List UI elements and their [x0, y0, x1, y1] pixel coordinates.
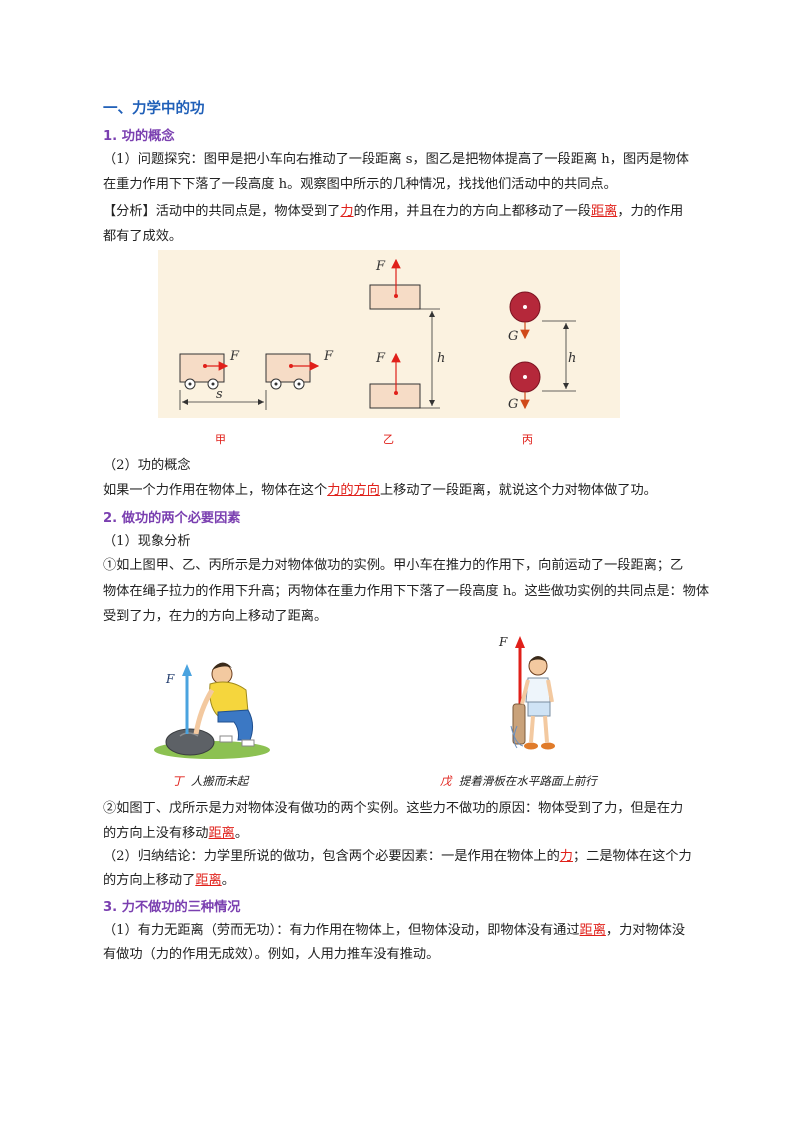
paragraph-phenomenon-a-line1: ①如上图甲、乙、丙所示是力对物体做功的实例。甲小车在推力的作用下，向前运动了一段…	[103, 558, 684, 573]
figure-jia-yi-bing: F F s F	[158, 250, 620, 418]
answer-force-direction: 力的方向	[327, 483, 380, 498]
force-label-box-top: F	[375, 259, 386, 274]
box-bottom	[369, 352, 421, 409]
height-label-yi: h	[437, 351, 445, 366]
answer-force-c: 力	[559, 849, 573, 864]
paragraph-problem-line2: 在重力作用下下落了一段高度 h。观察图中所示的几种情况，找找他们活动中的共同点。	[103, 177, 617, 192]
box-top	[369, 258, 421, 310]
answer-distance-b: 距离	[208, 826, 235, 841]
force-label-cart-right: F	[323, 349, 334, 364]
boy-lifting-rock-drawing	[154, 662, 270, 759]
answer-distance: 距离	[590, 204, 618, 219]
answer-distance-c: 距离	[195, 873, 222, 888]
paragraph-case1-line2: 有做功（力的作用无成效）。例如，人用力推车没有推动。	[103, 947, 440, 962]
paragraph-definition: 如果一个力作用在物体上，物体在这个力的方向上移动了一段距离，就说这个力对物体做了…	[103, 483, 657, 498]
paragraph-phenomenon: （1）现象分析	[103, 534, 191, 549]
figure-ding-boy-lifting-rock	[150, 650, 270, 762]
force-label-wu: F	[499, 635, 508, 649]
heading-two-factors: 2. 做功的两个必要因素	[103, 511, 241, 526]
answer-force: 力	[340, 204, 354, 219]
paragraph-phenomenon-a-line3: 受到了力，在力的方向上移动了距离。	[103, 609, 328, 624]
paragraph-concept-heading: （2）功的概念	[103, 458, 191, 473]
paragraph-phenomenon-b-line2: 的方向上没有移动距离。	[103, 826, 249, 841]
distance-s-marker	[179, 390, 267, 410]
paragraph-conclusion-line2: 的方向上移动了距离。	[103, 873, 235, 888]
height-label-bing: h	[568, 351, 576, 366]
cart-right	[265, 353, 320, 390]
heading-concept-of-work: 1. 功的概念	[103, 129, 175, 144]
paragraph-phenomenon-a-line2: 物体在绳子拉力的作用下升高；丙物体在重力作用下下落了一段高度 h。这些做功实例的…	[103, 584, 710, 599]
caption-jia: 甲	[215, 433, 226, 446]
section-title: 一、力学中的功	[103, 101, 205, 117]
caption-bing: 丙	[522, 433, 533, 446]
distance-label-s: s	[216, 387, 223, 402]
paragraph-case1-line1: （1）有力无距离（劳而无功）：有力作用在物体上，但物体没动，即物体没有通过距离，…	[103, 923, 686, 938]
force-label-cart-left: F	[229, 349, 240, 364]
paragraph-analysis-line2: 都有了成效。	[103, 229, 183, 244]
cart-left	[179, 353, 229, 390]
paragraph-conclusion-line1: （2）归纳结论：力学里所说的做功，包含两个必要因素：一是作用在物体上的力；二是物…	[103, 849, 692, 864]
heading-three-cases: 3. 力不做功的三种情况	[103, 900, 241, 915]
ball-bottom	[509, 361, 541, 410]
caption-yi: 乙	[383, 433, 394, 446]
caption-wu: 戊 提着滑板在水平路面上前行	[440, 774, 597, 788]
figure-jia-yi-bing-drawing: F F s F	[179, 258, 576, 412]
paragraph-problem-line1: （1）问题探究：图甲是把小车向右推动了一段距离 s，图乙是把物体提高了一段距离 …	[103, 152, 689, 167]
figure-wu-boy-with-skateboard	[495, 630, 565, 760]
force-label-box-bottom: F	[375, 351, 386, 366]
gravity-label-ball-bottom: G	[508, 397, 518, 412]
height-h-marker-bing	[542, 320, 576, 392]
height-h-marker-yi	[420, 308, 440, 409]
answer-distance-d: 距离	[579, 923, 606, 938]
force-label-ding: F	[166, 672, 175, 686]
ball-top	[509, 291, 541, 340]
caption-ding: 丁 人搬而未起	[172, 774, 249, 788]
boy-with-skateboard-drawing	[510, 636, 555, 750]
paragraph-phenomenon-b-line1: ②如图丁、戊所示是力对物体没有做功的两个实例。这些力不做功的原因：物体受到了力，…	[103, 801, 684, 816]
paragraph-analysis-line1: 【分析】活动中的共同点是，物体受到了力的作用，并且在力的方向上都移动了一段距离，…	[103, 204, 684, 219]
gravity-label-ball-top: G	[508, 329, 518, 344]
